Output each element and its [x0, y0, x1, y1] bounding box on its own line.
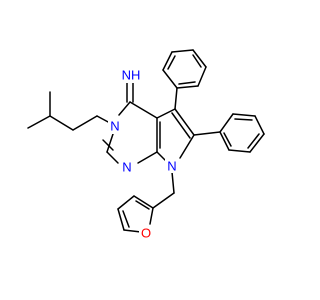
- bond: [232, 113, 256, 117]
- bond: [156, 108, 176, 119]
- bond: [49, 115, 74, 131]
- n3-label-background: [108, 118, 122, 134]
- bond: [178, 81, 196, 85]
- bond: [192, 54, 202, 68]
- bond-layer: [27, 49, 265, 233]
- bond: [122, 210, 130, 228]
- bond: [118, 101, 131, 116]
- bond: [171, 171, 175, 194]
- bond: [249, 133, 265, 153]
- bond: [174, 108, 195, 136]
- bond: [152, 192, 175, 209]
- bond: [102, 139, 114, 151]
- bond: [167, 55, 176, 70]
- bond: [162, 51, 173, 71]
- bond: [176, 85, 199, 89]
- bond: [27, 115, 51, 129]
- bond: [135, 200, 150, 210]
- bond: [223, 132, 232, 147]
- bond: [123, 229, 142, 233]
- bond: [117, 208, 125, 231]
- bond: [149, 207, 154, 225]
- bond: [174, 87, 178, 110]
- bond: [129, 101, 158, 119]
- imine-nh-label: NH: [122, 68, 141, 83]
- imine-label-background: [118, 67, 144, 83]
- n1-label-background: [120, 158, 134, 174]
- bond: [171, 112, 191, 139]
- n3-nitrogen-label: N: [110, 119, 119, 134]
- bond: [193, 131, 221, 136]
- bond: [156, 151, 166, 161]
- bond: [117, 195, 135, 210]
- atom-label-layer: NH N N N O: [108, 67, 179, 241]
- bond: [171, 49, 194, 53]
- bond: [96, 115, 111, 124]
- bond: [106, 151, 119, 164]
- furan-oxygen-label-background: [139, 225, 153, 241]
- n7-nitrogen-label: N: [167, 159, 176, 174]
- bond: [72, 115, 98, 131]
- bond: [197, 66, 207, 87]
- n1-nitrogen-label: N: [122, 160, 131, 175]
- bond: [192, 49, 207, 68]
- bond: [179, 134, 195, 159]
- molecule-structure-diagram: NH N N N O: [27, 49, 265, 241]
- bond: [254, 115, 265, 135]
- bond: [228, 149, 251, 153]
- furan-oxygen-label: O: [141, 226, 151, 241]
- bond: [219, 131, 230, 151]
- n7-label-background: [165, 157, 179, 173]
- bond: [219, 113, 234, 133]
- bond: [106, 133, 114, 153]
- bond: [162, 69, 178, 89]
- bond: [137, 151, 158, 164]
- bond: [247, 133, 260, 149]
- bond: [133, 195, 154, 209]
- bond: [234, 118, 253, 121]
